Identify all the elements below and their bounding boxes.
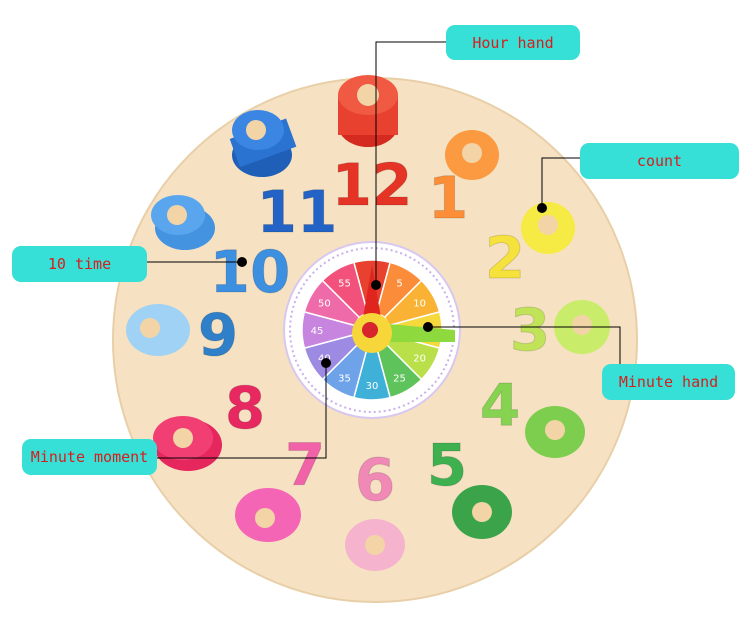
dial-minute-label: 10	[413, 299, 426, 310]
number-4: 4	[480, 371, 520, 439]
callout-dots	[237, 203, 547, 368]
number-6: 6	[355, 446, 395, 514]
peg-5	[452, 485, 512, 539]
peg-4	[525, 406, 585, 458]
peg-2	[521, 202, 575, 254]
minute-hand-line	[428, 326, 621, 365]
dial-segment	[321, 261, 369, 319]
dial-minute-label: 5	[396, 278, 402, 289]
peg-9	[126, 304, 190, 356]
peg-6	[345, 519, 405, 571]
minute-moment-line	[157, 363, 327, 459]
hour-hand-line	[375, 41, 446, 285]
number-9: 9	[198, 301, 238, 369]
dial-minute-label: 50	[318, 299, 331, 310]
dial-minute-label: 35	[338, 374, 351, 385]
number-12: 12	[332, 151, 413, 219]
peg-1	[445, 130, 499, 180]
dial-minute-label: 25	[393, 374, 406, 385]
dial-minute-label: 55	[338, 278, 351, 289]
number-3: 3	[510, 296, 550, 364]
peg-12	[338, 75, 398, 147]
number-1: 1	[428, 164, 468, 232]
peg-10	[151, 195, 215, 250]
number-7: 7	[285, 431, 325, 499]
dial-minute-label: 45	[311, 326, 324, 337]
number-10: 10	[210, 238, 291, 306]
callout-lines	[147, 41, 621, 459]
number-8: 8	[225, 374, 265, 442]
number-2: 2	[485, 224, 525, 292]
count-line	[541, 157, 580, 208]
minute-hand-label: Minute hand	[602, 364, 735, 400]
hub-cap	[362, 322, 378, 338]
peg-11	[229, 110, 297, 177]
ten-time-label: 10 time	[12, 246, 147, 282]
number-11: 11	[257, 178, 338, 246]
number-5: 5	[427, 431, 467, 499]
hour-hand-label: Hour hand	[446, 25, 580, 60]
peg-7	[235, 488, 301, 542]
dial-minute-label: 30	[366, 381, 379, 392]
dial-minute-label: 20	[413, 354, 426, 365]
minute-moment-label: Minute moment	[22, 439, 157, 475]
count-label: count	[580, 143, 739, 179]
